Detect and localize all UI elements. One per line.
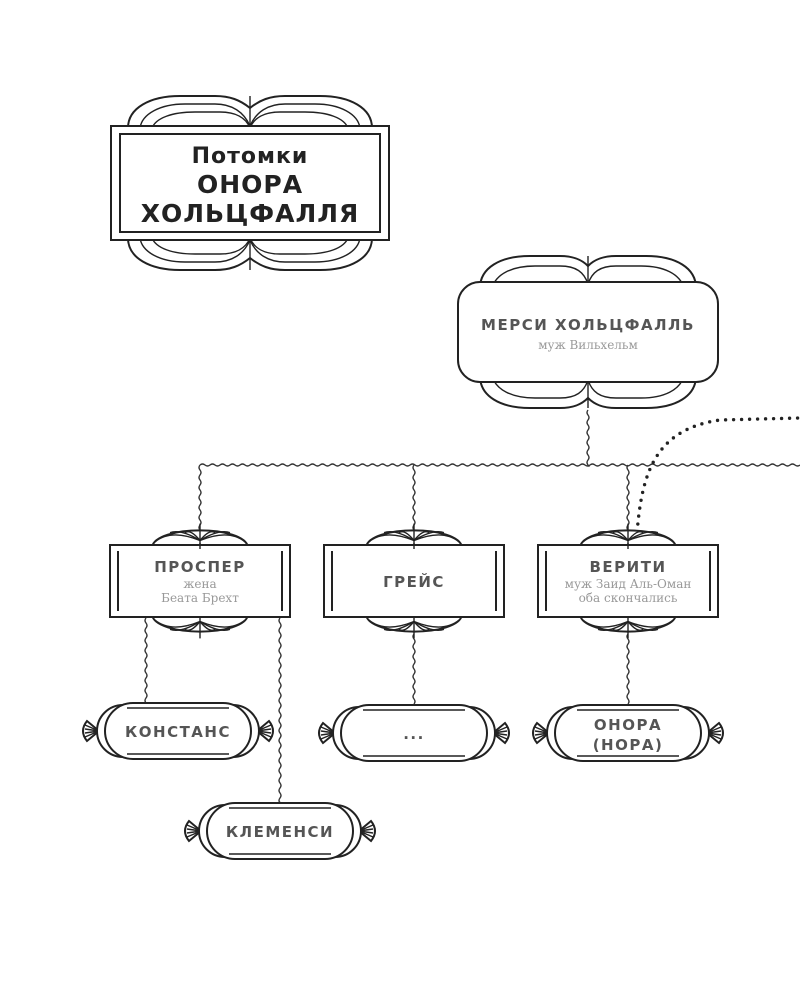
title-line-3: ХОЛЬЦФАЛЛЯ xyxy=(141,199,359,228)
card-frame xyxy=(323,544,505,618)
child-note-line-2: Беата Брехт xyxy=(161,591,239,605)
capsule-frame xyxy=(340,704,488,762)
connector-grace-to-child xyxy=(412,633,416,705)
dotted-relation-curve xyxy=(634,416,800,550)
connector-to-prosper xyxy=(198,464,202,532)
grandchild-name: КОНСТАНС xyxy=(125,723,231,741)
grandchild-card-unknown: ... xyxy=(318,704,510,762)
connectors xyxy=(144,409,800,805)
root-name: МЕРСИ ХОЛЬЦФАЛЛЬ xyxy=(481,316,695,334)
grandchild-name: КЛЕМЕНСИ xyxy=(226,823,334,841)
child-note-line-1: жена xyxy=(183,577,216,591)
connector-verity-to-nora xyxy=(626,633,630,705)
child-note-line-1: муж Заид Аль-Оман xyxy=(565,577,692,591)
child-card-grace: ГРЕЙС xyxy=(323,523,505,639)
child-card-verity: ВЕРИТИ муж Заид Аль-Оман оба скончались xyxy=(537,523,719,639)
title-line-2: ОНОРА xyxy=(197,170,303,199)
child-note-line-2: оба скончались xyxy=(579,591,678,605)
root-card: МЕРСИ ХОЛЬЦФАЛЛЬ муж Вильхельм xyxy=(457,255,719,409)
grandchild-card-constance: КОНСТАНС xyxy=(82,702,274,760)
root-to-siblings-connector xyxy=(586,409,590,467)
grandchild-name-line-2: (НОРА) xyxy=(593,736,664,754)
connector-to-grace xyxy=(412,464,416,532)
child-name: ВЕРИТИ xyxy=(589,558,666,576)
child-name: ГРЕЙС xyxy=(383,572,445,591)
grandchild-name-line-1: ОНОРА xyxy=(594,716,662,734)
card-frame xyxy=(109,544,291,618)
capsule-frame xyxy=(206,802,354,860)
sibling-connector-line xyxy=(199,463,800,467)
grandchild-name: ... xyxy=(403,725,425,743)
root-spouse-note: муж Вильхельм xyxy=(538,338,638,352)
card-frame xyxy=(537,544,719,618)
connector-to-verity xyxy=(626,464,630,532)
capsule-frame xyxy=(104,702,252,760)
connector-prosper-to-constance xyxy=(144,617,148,706)
connector-prosper-to-clemency xyxy=(278,617,282,805)
grandchild-card-nora: ОНОРА (НОРА) xyxy=(532,704,724,762)
grandchild-card-clemency: КЛЕМЕНСИ xyxy=(184,802,376,860)
child-name: ПРОСПЕР xyxy=(154,558,246,576)
child-card-prosper: ПРОСПЕР жена Беата Брехт xyxy=(109,523,291,639)
title-line-1: Потомки xyxy=(192,144,309,169)
capsule-frame xyxy=(554,704,702,762)
title-card: Потомки ОНОРА ХОЛЬЦФАЛЛЯ xyxy=(110,95,390,271)
